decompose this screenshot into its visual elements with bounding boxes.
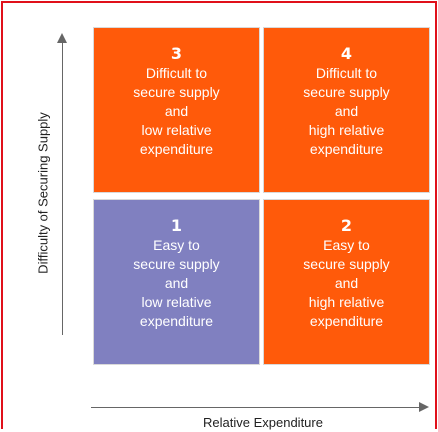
quadrant-1-line: expenditure (139, 313, 214, 329)
y-axis-line (62, 37, 63, 335)
x-axis-line (91, 407, 421, 408)
quadrant-4-line: secure supply (303, 84, 390, 100)
quadrant-2-line: high relative (308, 294, 385, 310)
y-axis-label: Difficulty of Securing Supply (35, 112, 51, 274)
quadrant-3-line: expenditure (139, 141, 214, 157)
quadrant-2-line: expenditure (309, 313, 384, 329)
quadrant-1-line: low relative (141, 294, 212, 310)
quadrant-1-line: and (164, 275, 189, 291)
quadrant-4-line: expenditure (309, 141, 384, 157)
quadrant-4-line: Difficult to (315, 65, 378, 81)
quadrant-3-text: Difficult to secure supply and low relat… (133, 64, 219, 159)
quadrant-4-number: 4 (340, 44, 353, 63)
quadrant-2-text: Easy to secure supply and high relative … (303, 236, 389, 331)
quadrant-2-line: and (334, 275, 359, 291)
quadrant-4: 4 Difficult to secure supply and high re… (263, 27, 430, 193)
quadrant-3-line: and (164, 103, 189, 119)
quadrant-3-line: secure supply (133, 84, 220, 100)
quadrant-1: 1 Easy to secure supply and low relative… (93, 199, 260, 365)
quadrant-1-number: 1 (170, 216, 183, 235)
quadrant-4-text: Difficult to secure supply and high rela… (303, 64, 389, 159)
quadrant-2-line: secure supply (303, 256, 390, 272)
x-axis-label: Relative Expenditure (203, 415, 323, 430)
x-axis-arrowhead (419, 402, 429, 412)
quadrant-1-line: Easy to (153, 237, 200, 253)
quadrant-1-line: secure supply (133, 256, 220, 272)
quadrant-4-line: and (334, 103, 359, 119)
quadrant-3-number: 3 (170, 44, 183, 63)
quadrant-3-line: Difficult to (145, 65, 208, 81)
quadrant-3: 3 Difficult to secure supply and low rel… (93, 27, 260, 193)
quadrant-4-line: high relative (308, 122, 385, 138)
quadrant-2-number: 2 (340, 216, 353, 235)
quadrant-3-line: low relative (141, 122, 212, 138)
quadrant-1-text: Easy to secure supply and low relative e… (133, 236, 219, 331)
quadrant-2: 2 Easy to secure supply and high relativ… (263, 199, 430, 365)
quadrant-2-line: Easy to (323, 237, 370, 253)
